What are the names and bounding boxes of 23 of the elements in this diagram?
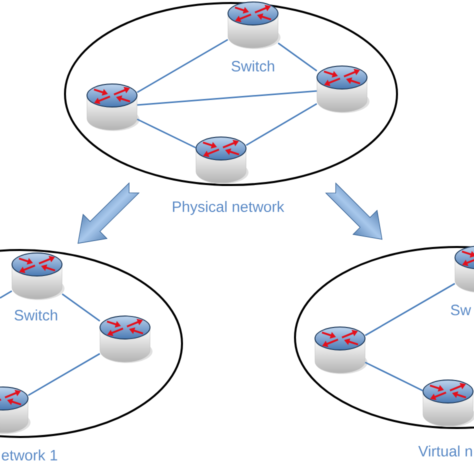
connection-line [278, 42, 318, 72]
connection-line [364, 362, 424, 392]
connection-line [364, 282, 456, 336]
switch-label: Switch [14, 310, 58, 320]
switch-icon [196, 136, 248, 184]
switch-label: Switch [232, 60, 274, 72]
network-label: Virtual n [418, 446, 472, 456]
connection-line [137, 90, 317, 106]
network-label: Physical network [172, 201, 284, 215]
switch-icon [316, 66, 370, 113]
switch-icon [422, 380, 474, 427]
switch-icon [86, 84, 140, 131]
network-label: etwork 1 [2, 450, 58, 460]
connection-line [28, 353, 100, 396]
switch-icon [0, 386, 30, 434]
switch-icon [314, 326, 368, 374]
connection-line [62, 293, 100, 322]
connection-line [136, 38, 228, 93]
connection-line [246, 103, 318, 146]
switch-icon [100, 316, 152, 363]
connection-line [0, 290, 12, 299]
switch-label: Sw [450, 304, 472, 316]
connection-line [136, 118, 196, 148]
